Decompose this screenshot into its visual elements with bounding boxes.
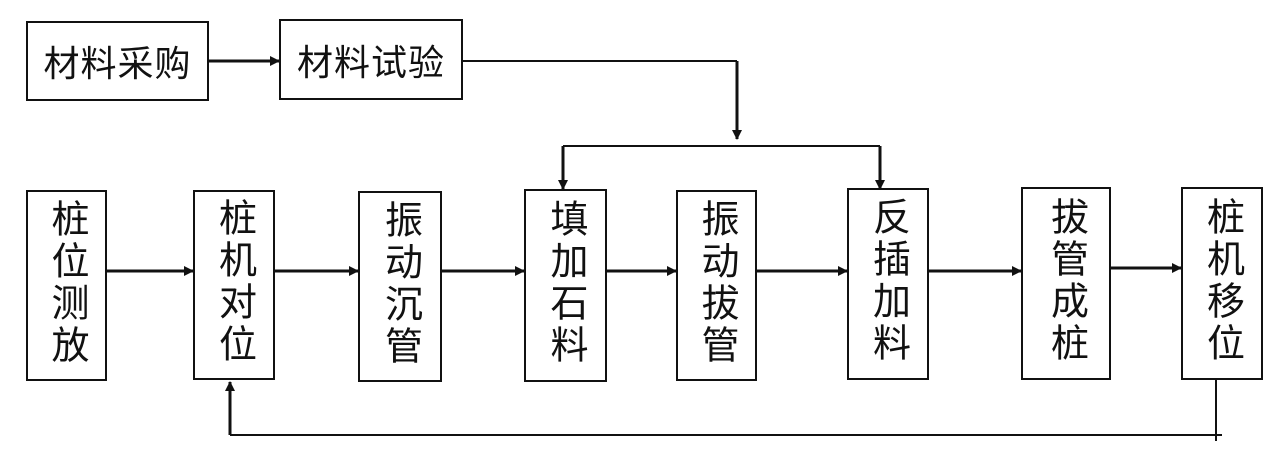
box-pull-form: 拔管成桩: [1021, 187, 1111, 380]
box-fill-gravel: 填加石料: [524, 189, 607, 382]
box-material-test: 材料试验: [279, 19, 463, 100]
box-rig-move: 桩机移位: [1181, 187, 1263, 380]
box-reinsert-fill: 反插加料: [847, 188, 929, 380]
box-pile-survey: 桩位测放: [26, 190, 107, 381]
box-vibro-pull: 振动拔管: [676, 190, 757, 381]
box-rig-align: 桩机对位: [193, 190, 275, 380]
box-material-purchase: 材料采购: [26, 21, 209, 101]
box-vibro-sink: 振动沉管: [358, 191, 442, 382]
